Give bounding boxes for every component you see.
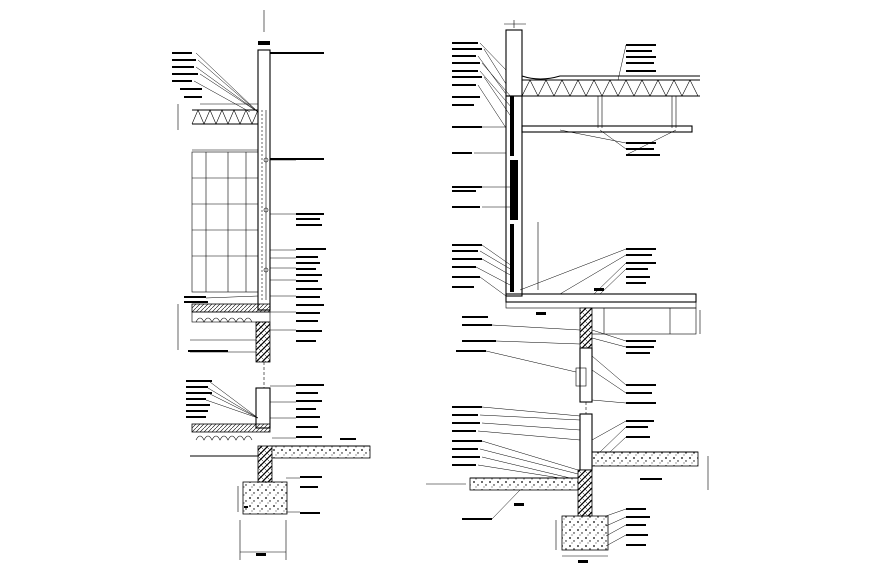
annotation-bar — [172, 52, 202, 98]
external-paving — [269, 445, 371, 459]
foundation-footing — [242, 481, 288, 515]
fixing-symbol — [263, 157, 269, 163]
left-annotations — [172, 42, 356, 556]
upper-floor-slab — [505, 293, 697, 303]
annotation-bar — [270, 52, 326, 514]
right-annotations — [452, 42, 677, 563]
external-paving — [469, 477, 581, 491]
roof-truss — [191, 103, 259, 125]
annotation-bar — [514, 44, 662, 563]
ground-wall — [579, 413, 593, 471]
window-sill — [575, 367, 587, 387]
foundation-wall — [257, 445, 273, 483]
wall-insulation — [510, 224, 514, 292]
roof-sheet — [521, 75, 700, 80]
foundation-footing — [561, 515, 609, 551]
right-wall-section — [426, 20, 709, 557]
lower-brick-wall — [579, 307, 593, 349]
window-frame — [510, 160, 518, 220]
ceiling-panel — [521, 125, 693, 133]
ground-hollow-block — [195, 435, 253, 441]
left-wall-section — [177, 10, 371, 560]
glazing-grid — [191, 151, 259, 293]
ground-slab — [591, 451, 699, 467]
hollow-block-slab — [195, 317, 253, 323]
ground-slab — [191, 423, 271, 433]
slab-beam — [589, 307, 697, 335]
foundation-wall — [577, 469, 593, 517]
floor-finish — [505, 301, 697, 309]
roof-truss — [521, 79, 700, 128]
upper-floor-slab — [191, 303, 271, 313]
annotation-bar — [452, 42, 496, 520]
lower-brick-wall — [255, 321, 271, 363]
fixing-symbol — [263, 267, 269, 273]
ground-wall — [255, 387, 271, 429]
annotation-bar — [184, 42, 356, 556]
slab-beam — [191, 311, 271, 323]
fixing-symbol — [263, 207, 269, 213]
parapet — [505, 29, 523, 97]
wall-insulation — [510, 96, 514, 156]
